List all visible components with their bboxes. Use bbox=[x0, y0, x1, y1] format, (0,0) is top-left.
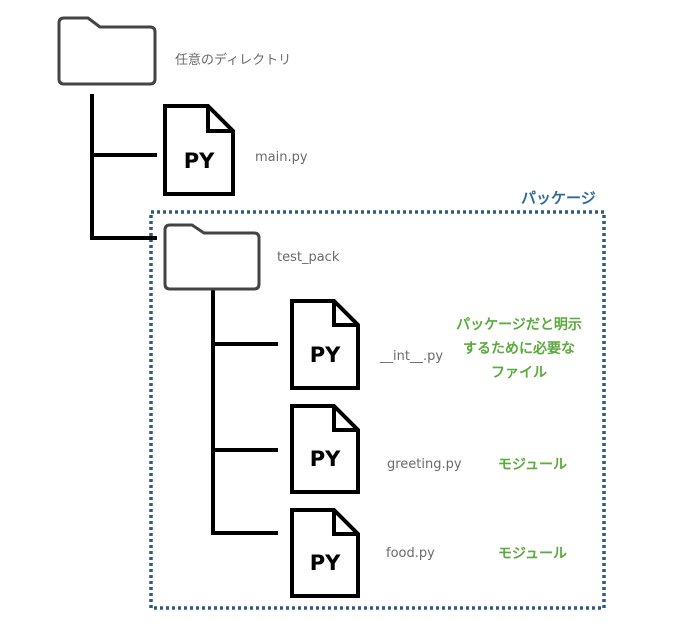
package-title: パッケージ bbox=[521, 189, 596, 207]
init-file-label: __int__.py bbox=[380, 349, 444, 364]
folder-icon bbox=[163, 223, 261, 291]
greeting-file-note: モジュール bbox=[498, 453, 567, 477]
note-line: モジュール bbox=[498, 546, 568, 562]
note-line: パッケージだと明示 bbox=[456, 317, 582, 333]
package-folder-label: test_pack bbox=[277, 250, 340, 265]
greeting-file-label: greeting.py bbox=[387, 457, 462, 472]
note-line: モジュール bbox=[498, 457, 568, 473]
package-boundary bbox=[149, 210, 606, 610]
svg-text:PY: PY bbox=[310, 551, 341, 575]
python-file-icon: PY bbox=[163, 104, 235, 196]
python-file-icon: PY bbox=[290, 299, 360, 390]
root-folder-label: 任意のディレクトリ bbox=[175, 53, 292, 68]
python-file-icon: PY bbox=[290, 404, 360, 494]
init-file-note: パッケージだと明示 するために必要な ファイル bbox=[444, 313, 594, 385]
svg-text:PY: PY bbox=[310, 343, 341, 367]
tree-connector-package bbox=[211, 290, 278, 535]
main-file-label: main.py bbox=[255, 150, 308, 165]
food-file-note: モジュール bbox=[498, 542, 567, 566]
python-file-icon: PY bbox=[290, 508, 360, 598]
svg-text:PY: PY bbox=[184, 149, 215, 173]
note-line: ファイル bbox=[491, 365, 547, 381]
tree-connector-root bbox=[90, 94, 157, 240]
food-file-label: food.py bbox=[386, 546, 435, 561]
svg-text:PY: PY bbox=[310, 447, 341, 471]
note-line: するために必要な bbox=[463, 341, 575, 357]
folder-icon bbox=[57, 16, 157, 86]
